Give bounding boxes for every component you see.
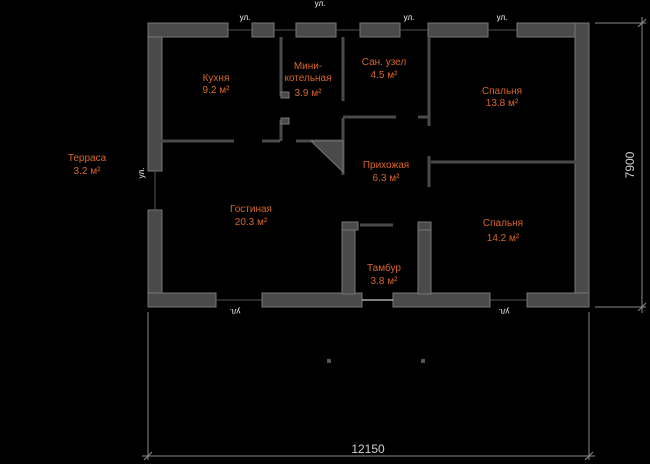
room-boiler: Мини- котельная 3.9 м² <box>284 61 331 99</box>
interior-walls <box>160 37 576 301</box>
room-kitchen-name: Кухня <box>203 73 230 84</box>
room-bedroom-1-name: Спальня <box>482 86 522 97</box>
room-hallway: Прихожая 6.3 м² <box>363 160 409 184</box>
room-bathroom: Сан. узел 4.5 м² <box>362 57 407 81</box>
room-boiler-name-line1: Мини- <box>294 61 322 72</box>
room-bedroom-1: Спальня 13.8 м² <box>482 86 522 109</box>
dimension-width: 12150 <box>142 312 595 461</box>
dimension-height-value: 7900 <box>623 151 637 178</box>
room-living-name: Гостиная <box>230 204 272 215</box>
room-bedroom-2-area: 14.2 м² <box>487 233 520 244</box>
window-label-bottom-1: ул. <box>230 307 241 316</box>
room-bathroom-name: Сан. узел <box>362 57 407 68</box>
room-bedroom-2: Спальня 14.2 м² <box>483 218 523 244</box>
room-terrace-area: 3.2 м² <box>74 166 102 177</box>
window-label-top-3: ул. <box>404 13 415 22</box>
room-bathroom-area: 4.5 м² <box>371 70 399 81</box>
dimension-height: 7900 <box>595 17 647 313</box>
room-bedroom-2-name: Спальня <box>483 218 523 229</box>
window-label-top-2: ул. <box>315 0 326 8</box>
window-label-top-4: ул. <box>497 13 508 22</box>
window-labels: ул. ул. ул. ул. ул. ул. ул. <box>137 0 509 316</box>
dimension-width-value: 12150 <box>351 442 385 456</box>
room-vestibule: Тамбур 3.8 м² <box>367 262 401 287</box>
room-hallway-name: Прихожая <box>363 160 409 171</box>
room-vestibule-name: Тамбур <box>367 262 401 274</box>
room-hallway-area: 6.3 м² <box>373 173 401 184</box>
room-terrace: Терраса 3.2 м² <box>68 153 107 177</box>
window-label-left: ул. <box>137 168 146 179</box>
room-boiler-area: 3.9 м² <box>295 88 323 99</box>
window-label-top-1: ул. <box>240 13 251 22</box>
room-terrace-name: Терраса <box>68 153 107 164</box>
window-label-bottom-2: ул. <box>499 307 510 316</box>
room-kitchen-area: 9.2 м² <box>203 85 231 96</box>
room-bedroom-1-area: 13.8 м² <box>486 98 519 109</box>
room-living-area: 20.3 м² <box>235 217 268 228</box>
room-kitchen: Кухня 9.2 м² <box>203 73 231 96</box>
room-living: Гостиная 20.3 м² <box>230 204 272 228</box>
terrace-posts <box>327 359 425 363</box>
room-boiler-name-line2: котельная <box>284 73 331 84</box>
window-openings <box>154 29 527 301</box>
room-vestibule-area: 3.8 м² <box>371 276 399 287</box>
